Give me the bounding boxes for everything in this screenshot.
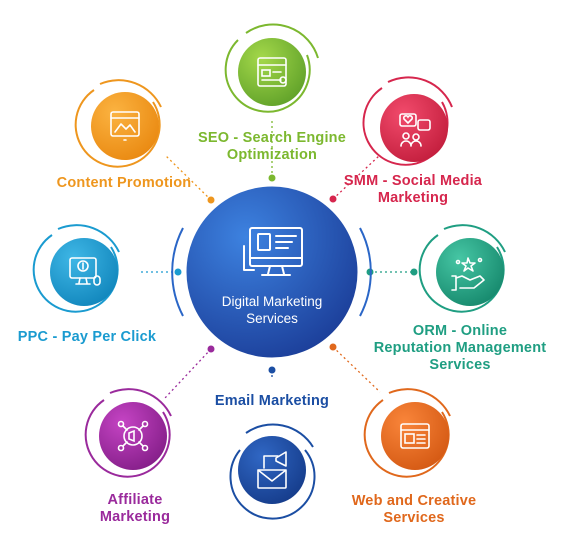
label-content: Content Promotion bbox=[56, 175, 192, 191]
label-affiliate: Affiliate Marketing bbox=[99, 492, 171, 525]
label-web: Web and Creative Services bbox=[351, 493, 477, 526]
node-content bbox=[74, 79, 162, 168]
connector-smm bbox=[332, 154, 381, 200]
label-email: Email Marketing bbox=[214, 393, 330, 409]
node-web bbox=[363, 388, 451, 478]
node-orm bbox=[418, 224, 506, 313]
content-browser-icon bbox=[110, 111, 140, 141]
label-orm: ORM - Online Reputation Management Servi… bbox=[373, 323, 547, 373]
label-ppc: PPC - Pay Per Click bbox=[17, 329, 157, 345]
center-hub: Digital Marketing Services bbox=[171, 183, 372, 361]
hand-stars-icon bbox=[451, 257, 485, 291]
label-smm: SMM - Social Media Marketing bbox=[343, 173, 483, 206]
connector-content bbox=[164, 154, 212, 201]
node-affiliate bbox=[84, 388, 172, 478]
node-ppc bbox=[32, 224, 120, 313]
center-title-line2: Services bbox=[246, 311, 298, 326]
node-seo bbox=[224, 23, 319, 113]
connector-affiliate bbox=[164, 348, 212, 399]
node-smm bbox=[362, 76, 453, 166]
label-seo: SEO - Search Engine Optimization bbox=[197, 130, 347, 163]
marketing-monitor-icon bbox=[243, 227, 303, 276]
monitor-dollar-icon bbox=[69, 257, 101, 286]
connector-dots bbox=[174, 174, 418, 374]
seo-page-search-icon bbox=[257, 57, 287, 87]
web-window-icon bbox=[400, 423, 430, 449]
network-megaphone-icon bbox=[117, 420, 149, 452]
node-email bbox=[229, 423, 316, 520]
connector-web bbox=[332, 346, 381, 393]
envelope-megaphone-icon bbox=[257, 451, 287, 489]
social-media-icon bbox=[399, 113, 431, 147]
center-title-line1: Digital Marketing bbox=[222, 294, 323, 309]
